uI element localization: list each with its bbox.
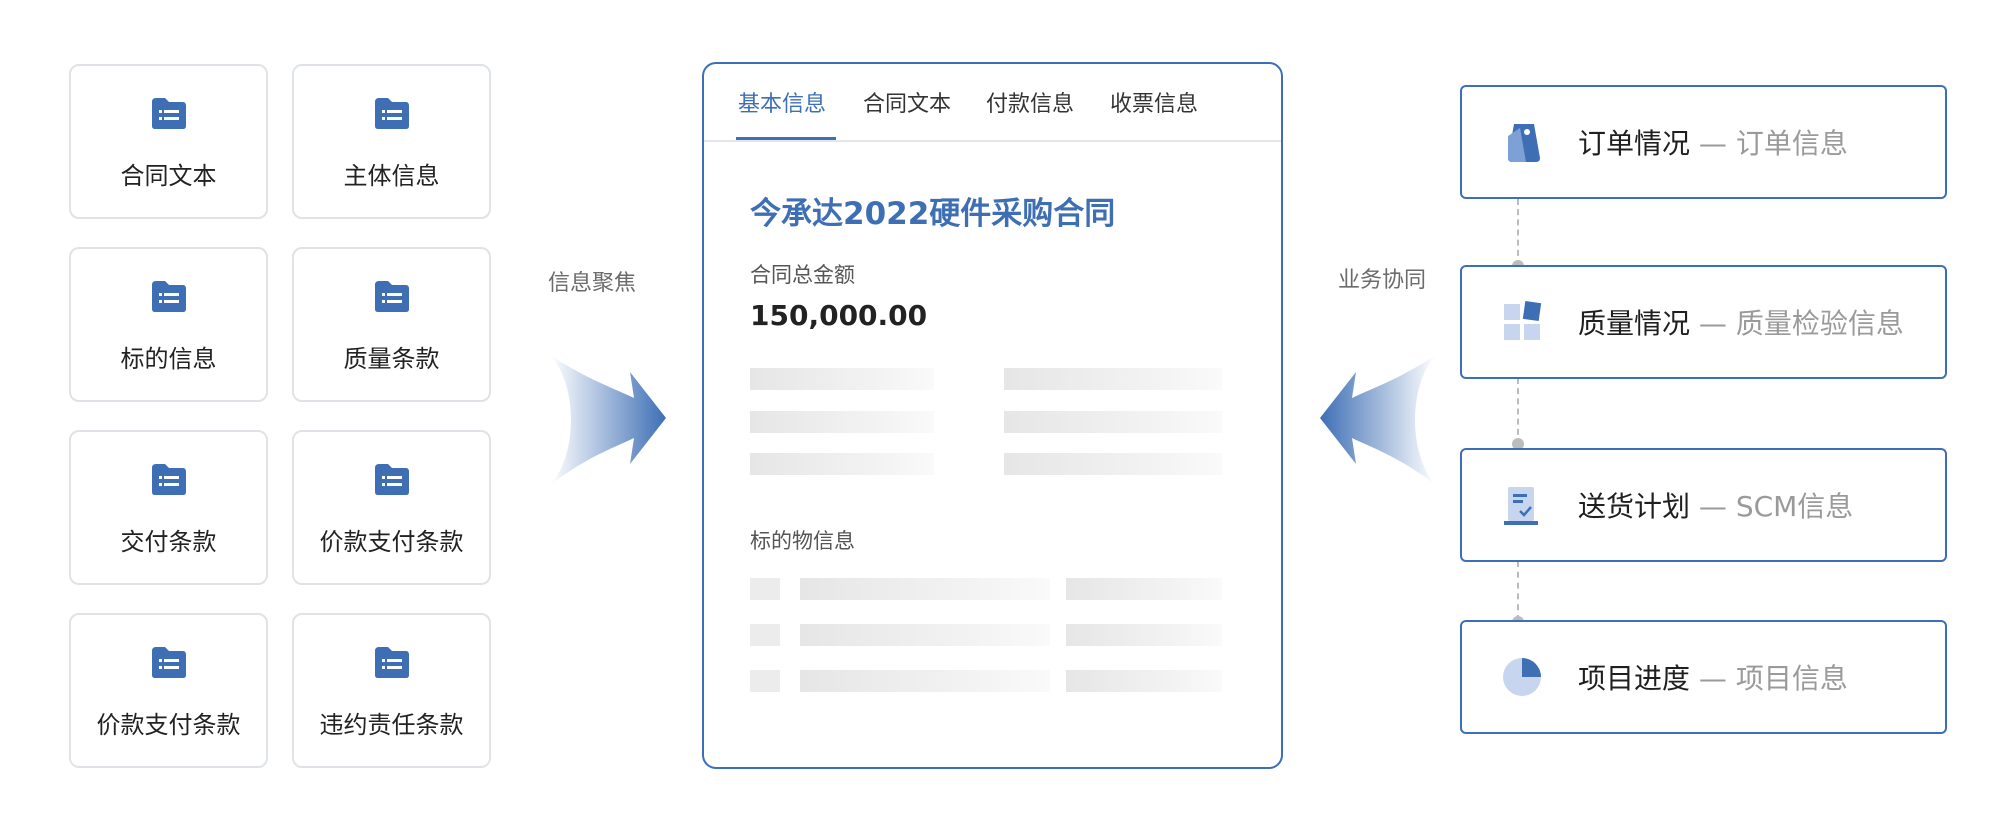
folder-list-icon	[151, 647, 186, 678]
placeholder-bar	[800, 578, 1050, 600]
order-status-card[interactable]: 订单情况 — 订单信息	[1460, 85, 1947, 199]
placeholder-bar	[1004, 411, 1222, 433]
folder-list-icon	[374, 98, 409, 129]
card-title: 送货计划	[1578, 490, 1691, 523]
placeholder-bar	[800, 670, 1050, 692]
right-arrow-icon	[550, 355, 666, 485]
amount-label: 合同总金额	[750, 263, 855, 287]
active-tab-indicator	[736, 137, 836, 140]
document-check-icon	[1504, 487, 1538, 525]
card-subtitle: — SCM信息	[1690, 490, 1854, 523]
left-arrow-icon	[1320, 355, 1436, 485]
folder-list-icon	[374, 281, 409, 312]
card-contract-text[interactable]: 合同文本	[69, 64, 268, 219]
card-label: 价款支付条款	[319, 528, 464, 556]
tab-contract-text[interactable]: 合同文本	[863, 92, 952, 117]
folder-list-icon	[151, 98, 186, 129]
card-label: 违约责任条款	[319, 711, 464, 739]
placeholder-bar	[800, 624, 1050, 646]
card-title: 订单情况	[1578, 127, 1691, 160]
tab-bar: 基本信息 合同文本 付款信息 收票信息	[704, 64, 1281, 142]
card-title: 项目进度	[1578, 662, 1691, 695]
folder-list-icon	[374, 464, 409, 495]
card-label: 标的信息	[120, 345, 217, 373]
right-arrow-label: 业务协同	[1338, 268, 1427, 293]
folder-list-icon	[374, 647, 409, 678]
card-label: 价款支付条款	[96, 711, 241, 739]
card-delivery-terms[interactable]: 交付条款	[69, 430, 268, 585]
tab-payment-info[interactable]: 付款信息	[986, 92, 1075, 117]
card-payment-terms-2[interactable]: 价款支付条款	[69, 613, 268, 768]
card-label: 合同文本	[120, 162, 217, 190]
placeholder-bar	[750, 453, 934, 475]
connector-line	[1517, 378, 1519, 445]
quality-status-card[interactable]: 质量情况 — 质量检验信息	[1460, 265, 1947, 379]
connector-dot	[1512, 438, 1524, 450]
contract-detail-panel: 基本信息 合同文本 付款信息 收票信息 今承达2022硬件采购合同 合同总金额 …	[702, 62, 1283, 769]
delivery-plan-card[interactable]: 送货计划 — SCM信息	[1460, 448, 1947, 562]
connector-line	[1517, 561, 1519, 621]
tiles-icon	[1504, 300, 1542, 340]
placeholder-square	[750, 624, 780, 646]
subject-label: 标的物信息	[750, 529, 855, 553]
left-arrow-label: 信息聚焦	[548, 271, 637, 296]
placeholder-square	[750, 670, 780, 692]
card-title: 质量情况	[1578, 307, 1691, 340]
card-quality-terms[interactable]: 质量条款	[292, 247, 491, 402]
card-breach-terms[interactable]: 违约责任条款	[292, 613, 491, 768]
card-label: 主体信息	[343, 162, 440, 190]
card-payment-terms[interactable]: 价款支付条款	[292, 430, 491, 585]
card-label: 交付条款	[120, 528, 217, 556]
card-subtitle: — 项目信息	[1690, 662, 1848, 695]
placeholder-bar	[1066, 578, 1222, 600]
placeholder-bar	[750, 411, 934, 433]
placeholder-bar	[1066, 624, 1222, 646]
tag-icon	[1508, 124, 1540, 162]
folder-list-icon	[151, 281, 186, 312]
placeholder-bar	[750, 368, 934, 390]
card-subject-info[interactable]: 主体信息	[292, 64, 491, 219]
card-label: 质量条款	[343, 345, 440, 373]
pie-chart-icon	[1503, 658, 1541, 696]
card-subtitle: — 订单信息	[1690, 127, 1848, 160]
amount-value: 150,000.00	[750, 299, 928, 332]
folder-list-icon	[151, 464, 186, 495]
placeholder-square	[750, 578, 780, 600]
placeholder-bar	[1066, 670, 1222, 692]
contract-title: 今承达2022硬件采购合同	[750, 196, 1116, 232]
placeholder-bar	[1004, 453, 1222, 475]
card-target-info[interactable]: 标的信息	[69, 247, 268, 402]
tab-invoice-info[interactable]: 收票信息	[1110, 92, 1199, 117]
project-progress-card[interactable]: 项目进度 — 项目信息	[1460, 620, 1947, 734]
placeholder-bar	[1004, 368, 1222, 390]
card-subtitle: — 质量检验信息	[1690, 307, 1904, 340]
tab-basic-info[interactable]: 基本信息	[738, 92, 827, 117]
connector-line	[1517, 199, 1519, 266]
